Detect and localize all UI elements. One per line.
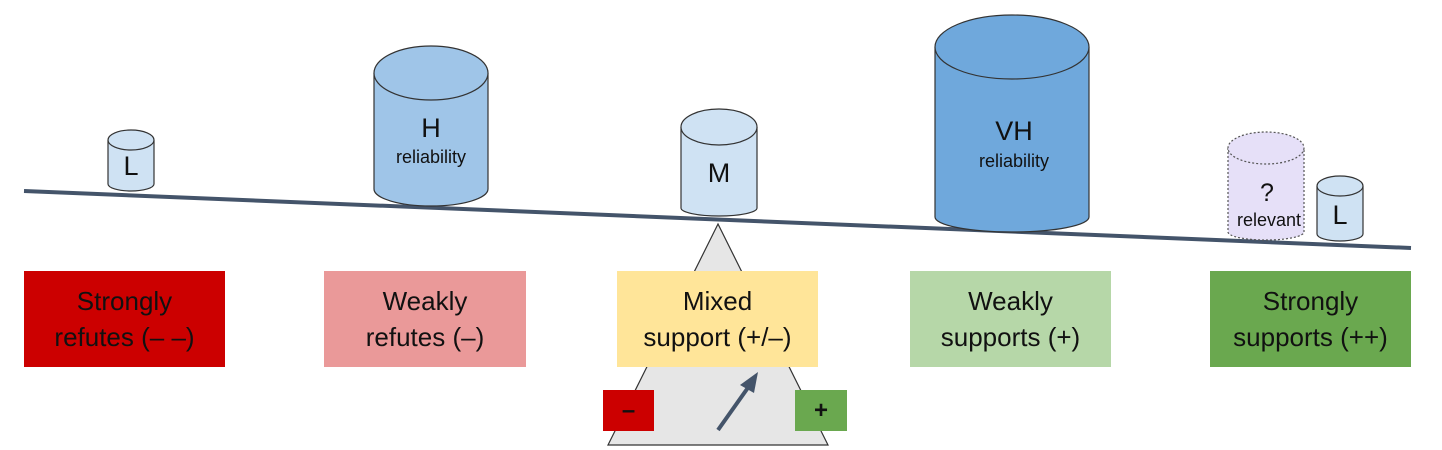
weight-label: L: [1332, 200, 1347, 230]
category-weakly-refutes: Weakly refutes (–): [324, 271, 526, 367]
category-line1: Weakly: [968, 286, 1053, 316]
weight-cylinder-low-left: L: [107, 129, 155, 192]
minus-badge: –: [603, 390, 654, 431]
weight-sublabel: reliability: [979, 151, 1049, 171]
weight-cylinder-very-high: VH reliability: [934, 14, 1090, 233]
category-line2: refutes (– –): [54, 322, 195, 352]
weight-sublabel: reliability: [396, 147, 466, 167]
weight-sublabel: relevant: [1237, 210, 1301, 230]
weight-label: L: [123, 151, 138, 181]
category-line1: Mixed: [682, 286, 753, 316]
category-weakly-supports: Weakly supports (+): [910, 271, 1111, 367]
category-strongly-supports: Strongly supports (++): [1210, 271, 1411, 367]
weight-cylinder-high: H reliability: [373, 45, 489, 207]
weight-cylinder-medium: M: [680, 108, 758, 217]
category-line2: supports (++): [1233, 322, 1388, 352]
category-line2: supports (+): [940, 322, 1081, 352]
category-line2: refutes (–): [365, 322, 485, 352]
plus-label: +: [813, 396, 828, 424]
weight-label: ?: [1260, 179, 1274, 207]
category-mixed-support: Mixed support (+/–): [617, 271, 818, 367]
balance-beam: [23, 189, 1412, 250]
category-line1: Strongly: [1262, 286, 1359, 316]
category-line1: Weakly: [382, 286, 468, 316]
gauge-arrow-shaft: [716, 380, 754, 432]
minus-label: –: [621, 396, 636, 424]
category-line1: Strongly: [76, 286, 173, 316]
gauge-arrow-head: [740, 372, 758, 393]
weight-label: H: [421, 113, 441, 143]
category-line2: support (+/–): [643, 322, 792, 352]
category-strongly-refutes: Strongly refutes (– –): [24, 271, 225, 367]
plus-badge: +: [795, 390, 847, 431]
weight-label: M: [708, 158, 731, 188]
weight-cylinder-low-right: L: [1316, 175, 1364, 242]
weight-cylinder-unknown: ? relevant: [1227, 131, 1305, 241]
weight-label: VH: [995, 116, 1033, 146]
